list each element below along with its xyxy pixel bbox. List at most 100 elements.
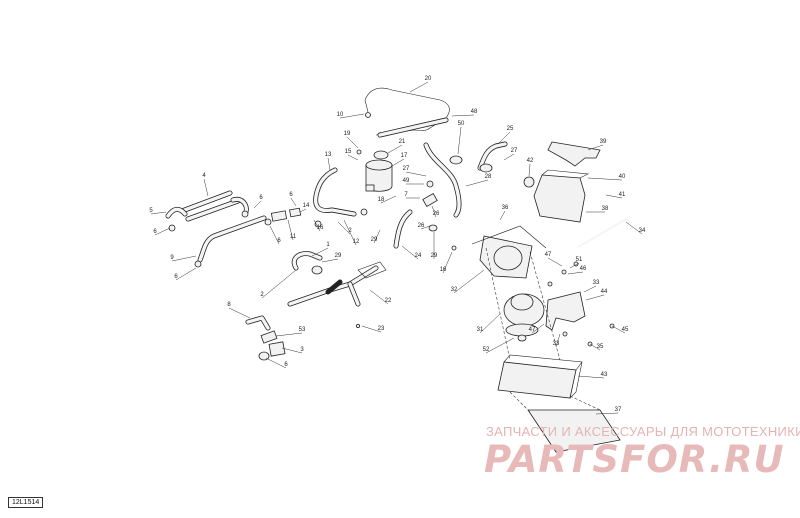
callout-c6c: 6 xyxy=(153,229,157,235)
callout-leader-c17 xyxy=(391,158,405,167)
callout-c5: 5 xyxy=(149,208,153,214)
part-43-radiator xyxy=(497,354,583,399)
callout-leader-c18 xyxy=(380,195,397,204)
callout-leader-c12 xyxy=(343,219,357,246)
callout-c40: 40 xyxy=(619,174,626,180)
callout-c23: 23 xyxy=(378,326,385,332)
part-26-fitting xyxy=(422,180,438,232)
part-20-long-hose xyxy=(364,87,450,136)
watermark-logo: PARTSFOR.RU xyxy=(484,438,785,481)
callout-leader-c28 xyxy=(465,179,489,187)
callout-c38: 38 xyxy=(602,206,609,212)
callout-leader-c50 xyxy=(457,126,462,155)
part-11-fitting xyxy=(270,207,302,222)
callout-c36: 36 xyxy=(502,205,509,211)
callout-c35: 35 xyxy=(597,344,604,350)
part-21-cap xyxy=(373,150,389,160)
part-34-rod xyxy=(577,216,631,248)
callout-c39: 39 xyxy=(600,139,607,145)
callout-c4: 4 xyxy=(202,173,206,179)
callout-leader-c37 xyxy=(595,412,619,415)
part-37-plate xyxy=(527,409,621,453)
callout-c28: 28 xyxy=(485,174,492,180)
callout-leader-c45 xyxy=(611,325,626,334)
callout-c44: 44 xyxy=(601,289,608,295)
part-25-hose xyxy=(477,141,508,173)
callout-c34: 34 xyxy=(639,228,646,234)
callout-c6d: 6 xyxy=(277,238,281,244)
part-44-bracket xyxy=(545,291,586,331)
callout-c21: 21 xyxy=(399,139,406,145)
callout-c17: 17 xyxy=(401,153,408,159)
callout-leader-c46 xyxy=(567,271,584,275)
callout-c29a: 29 xyxy=(371,237,378,243)
small-hardware xyxy=(168,112,615,347)
callout-leader-c36 xyxy=(499,210,506,221)
callout-leader-c48 xyxy=(451,114,475,117)
callout-leader-c27b xyxy=(503,153,515,161)
callout-leader-c33b xyxy=(555,333,561,348)
callout-leader-c2b xyxy=(261,269,297,299)
callout-c2a: 2 xyxy=(348,228,352,234)
callout-leader-c13 xyxy=(327,157,331,171)
part-42-ring xyxy=(523,176,535,188)
assembly-guides xyxy=(485,247,601,413)
diagram-reference-code: 12L1514 xyxy=(8,497,44,508)
callout-leader-c33a xyxy=(583,285,597,293)
callout-c6b: 6 xyxy=(289,192,293,198)
callout-c10: 10 xyxy=(337,112,344,118)
callout-leader-c3 xyxy=(281,347,303,354)
callout-leader-c53 xyxy=(275,332,303,337)
callout-c29b: 29 xyxy=(335,253,342,259)
callout-c48: 48 xyxy=(471,109,478,115)
part-22-pipe xyxy=(287,261,387,307)
callout-leader-c52 xyxy=(485,337,515,354)
callout-leader-c2a xyxy=(337,221,351,235)
callout-leader-c6b xyxy=(290,197,297,207)
callout-c20: 20 xyxy=(425,76,432,82)
callout-c31: 31 xyxy=(477,327,484,333)
callout-leader-c16a xyxy=(313,219,321,232)
callout-c3: 3 xyxy=(300,347,304,353)
callout-c33a: 33 xyxy=(593,280,600,286)
callout-c16a: 16 xyxy=(317,225,324,231)
callout-c26a: 26 xyxy=(433,211,440,217)
callout-leader-c4 xyxy=(203,178,209,197)
callout-c24: 24 xyxy=(415,253,422,259)
callout-c8: 8 xyxy=(227,302,231,308)
callout-leader-c6e xyxy=(175,267,197,281)
callout-c12: 12 xyxy=(353,239,360,245)
callout-c45: 45 xyxy=(622,327,629,333)
callout-c15: 15 xyxy=(345,149,352,155)
callout-leader-c31 xyxy=(479,313,501,334)
callout-c27b: 27 xyxy=(511,148,518,154)
part-32-fan-shroud xyxy=(471,225,547,279)
callout-leader-c11 xyxy=(287,219,294,241)
part-5-hose xyxy=(165,206,188,219)
callout-c32: 32 xyxy=(451,287,458,293)
callout-c37: 37 xyxy=(615,407,622,413)
callout-c49: 49 xyxy=(403,178,410,184)
callout-c53: 53 xyxy=(299,327,306,333)
part-24-hose xyxy=(393,209,413,249)
callout-leader-c21 xyxy=(387,144,403,154)
callout-leader-c26a xyxy=(431,205,437,218)
part-48-hose xyxy=(377,117,449,138)
callout-c27a: 27 xyxy=(403,166,410,172)
callout-c29c: 29 xyxy=(431,253,438,259)
callout-leader-c35 xyxy=(589,343,601,351)
part-1-hose xyxy=(291,251,323,275)
callout-c19: 19 xyxy=(344,131,351,137)
callout-leader-c6d xyxy=(269,225,280,245)
part-17-coolant-reservoir xyxy=(365,150,393,192)
callout-c25: 25 xyxy=(507,126,514,132)
callout-leader-c9 xyxy=(171,255,197,262)
callout-leader-c20 xyxy=(409,81,429,93)
callout-leader-c39 xyxy=(587,144,604,151)
callout-leader-c19 xyxy=(346,136,359,149)
callout-leader-c16b xyxy=(442,251,453,274)
callout-leader-c27a xyxy=(405,171,427,177)
callout-leader-c1 xyxy=(311,247,329,257)
